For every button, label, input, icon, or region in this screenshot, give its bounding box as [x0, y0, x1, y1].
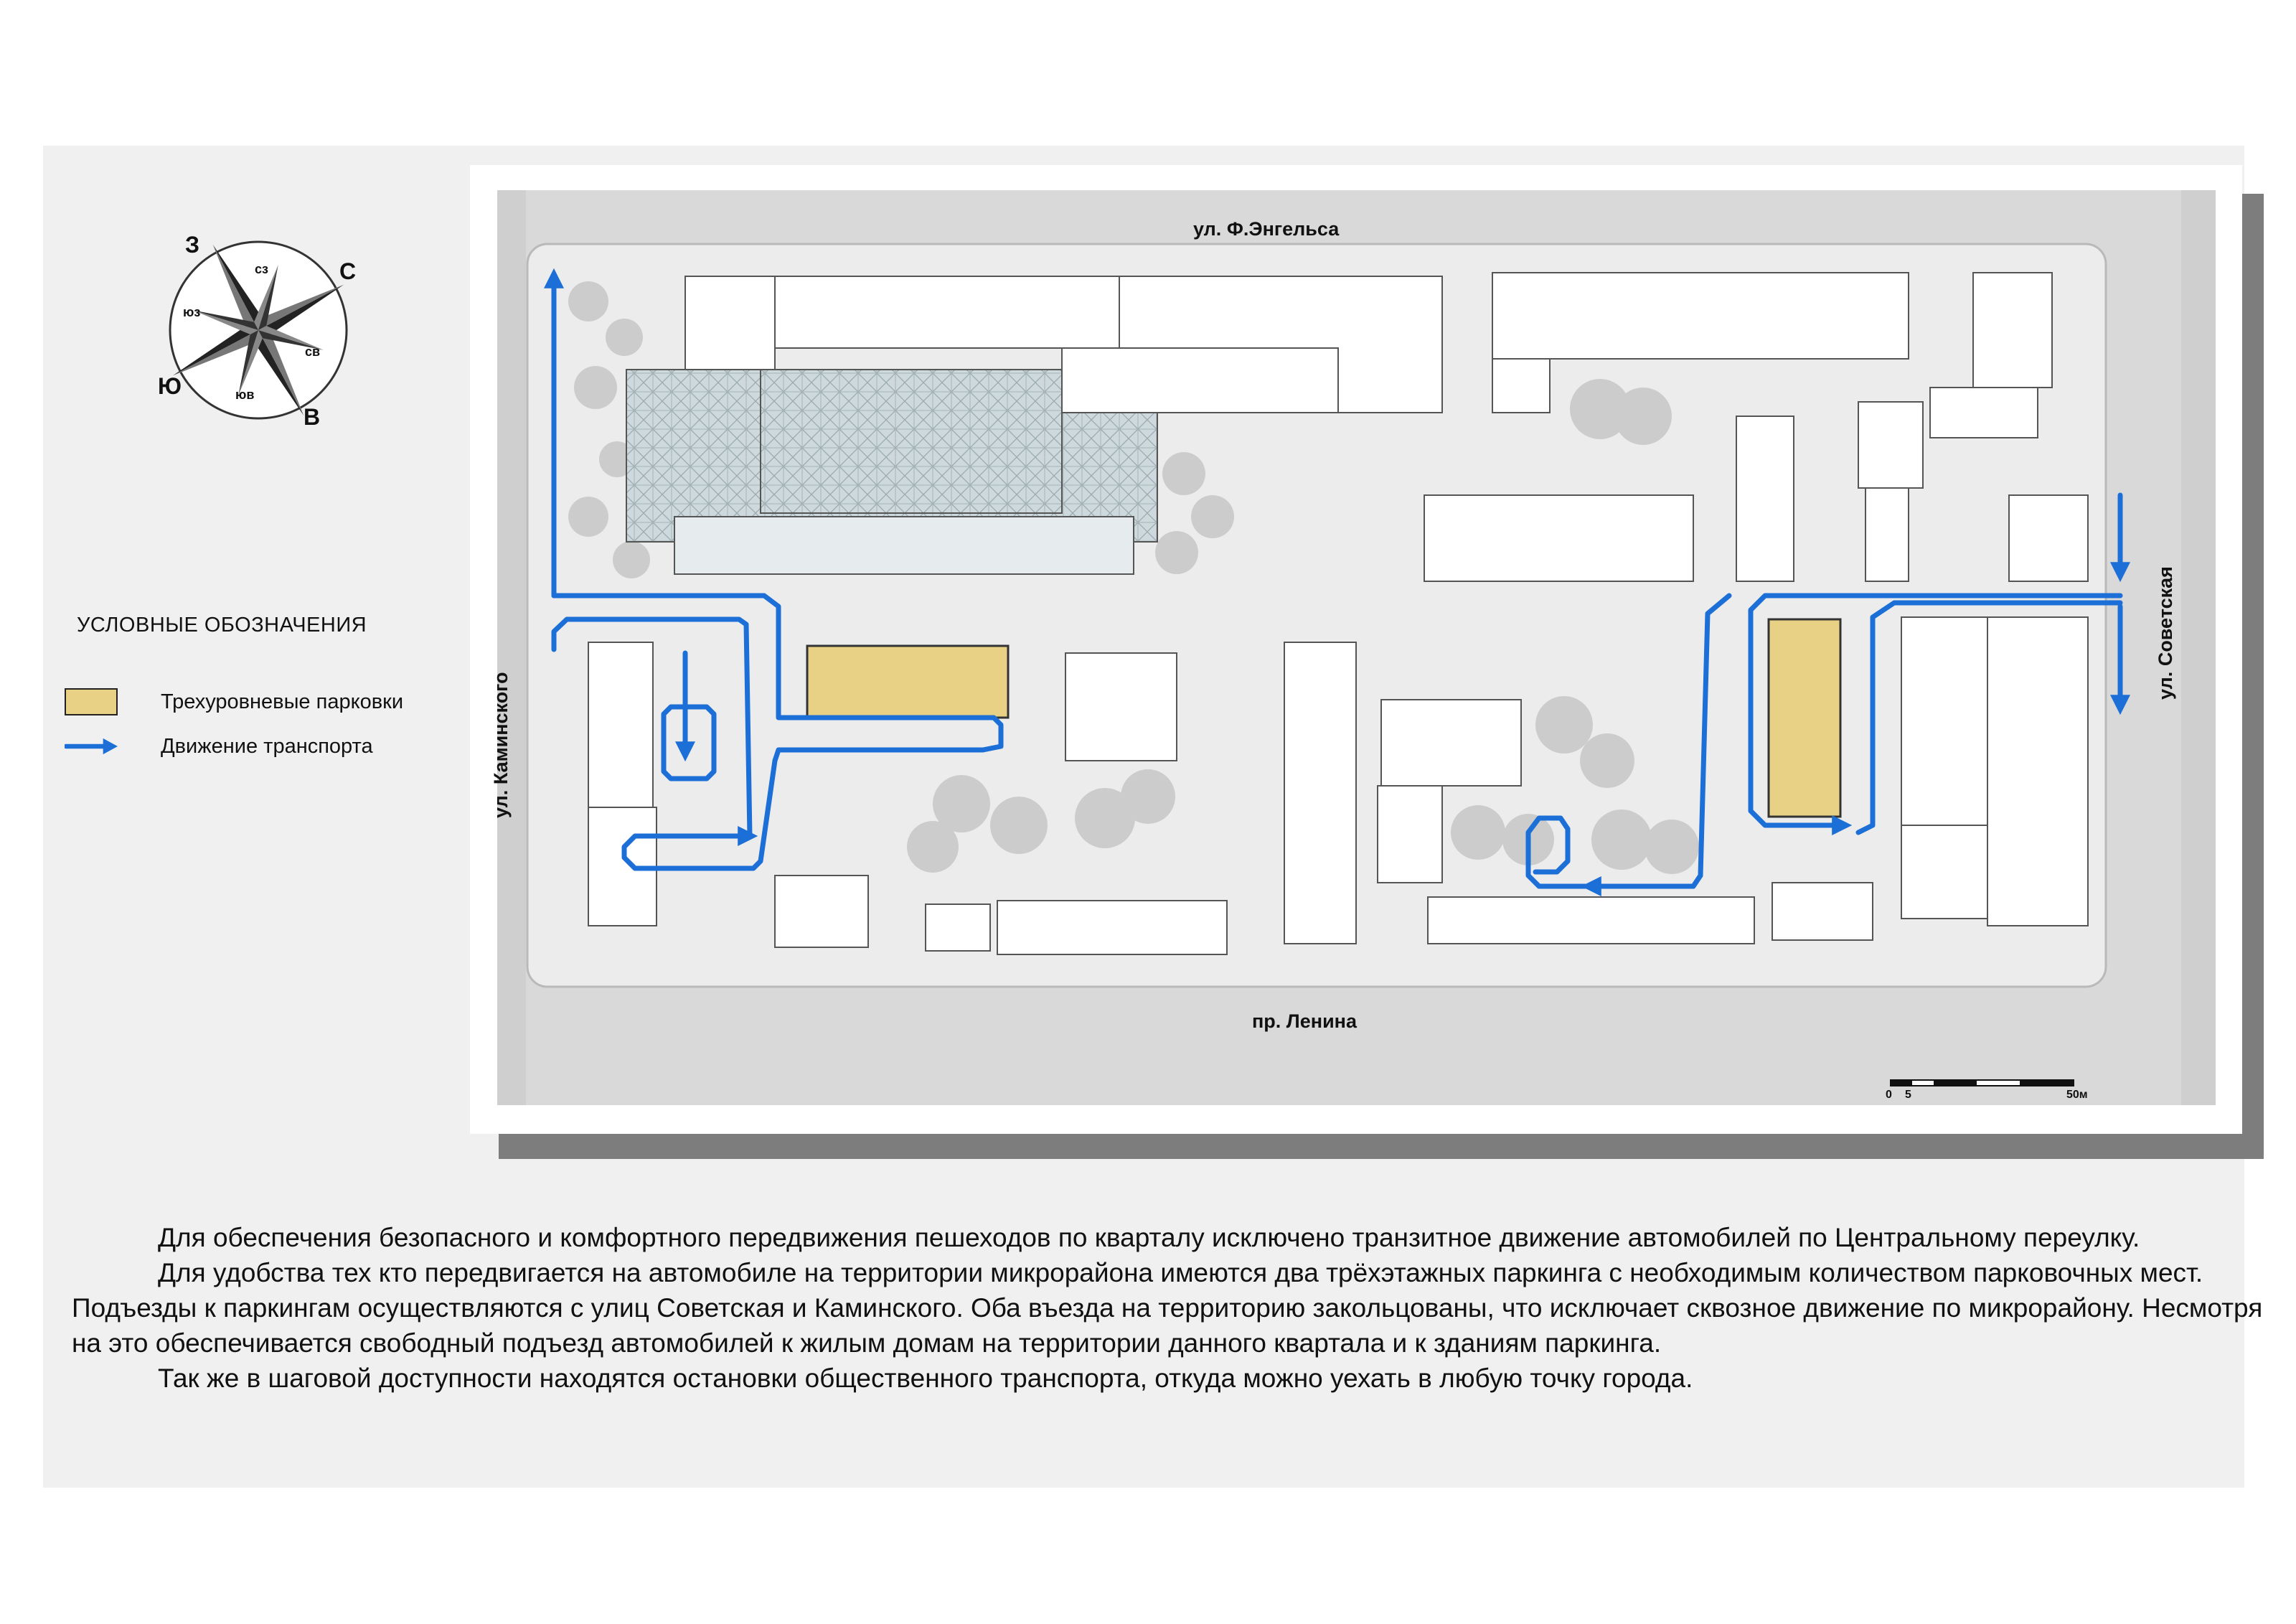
paragraph-2: Для удобства тех кто передвигается на ав…: [72, 1258, 2263, 1358]
legend-item-parking: Трехуровневые парковки: [65, 687, 403, 716]
compass-label-nw: сз: [255, 262, 268, 276]
scale-label-mid: 5: [1905, 1089, 1911, 1101]
scale-label-start: 0: [1886, 1089, 1892, 1101]
paragraph-3: Так же в шаговой доступности находятся о…: [158, 1363, 1693, 1393]
scale-label-end: 50м: [2066, 1089, 2088, 1101]
street-north: ул. Ф.Энгельса: [1193, 218, 1340, 240]
street-south: пр. Ленина: [1252, 1010, 1357, 1032]
legend-label-parking: Трехуровневые парковки: [161, 690, 404, 713]
compass-label-ne: св: [305, 344, 321, 359]
compass-label-east: В: [304, 404, 321, 430]
legend-item-traffic: Движение транспорта: [65, 732, 373, 761]
traffic-routes: [544, 268, 2130, 896]
legend-title: УСЛОВНЫЕ ОБОЗНАЧЕНИЯ: [77, 614, 367, 637]
street-west: ул. Каминского: [490, 672, 512, 818]
buildings: [588, 272, 2089, 955]
description-text: Для обеспечения безопасного и комфортног…: [72, 1220, 2267, 1396]
compass-label-se: юв: [235, 388, 255, 402]
street-east: ул. Советская: [2155, 566, 2176, 700]
blue-arrow-icon: [65, 733, 118, 760]
compass-label-south: Ю: [158, 373, 182, 399]
compass-label-west: З: [185, 232, 200, 258]
parking-east: [1767, 618, 1842, 818]
compass-label-north: С: [339, 258, 357, 284]
parking-swatch: [65, 688, 118, 715]
scale-bar: [1890, 1079, 2074, 1086]
paragraph-1: Для обеспечения безопасного и комфортног…: [158, 1223, 2140, 1252]
compass-rose: З С Ю В сз юз св юв: [158, 232, 357, 430]
compass-label-sw: юз: [183, 305, 201, 319]
compass-icon: [169, 240, 348, 420]
legend-label-traffic: Движение транспорта: [161, 734, 373, 758]
site-plan-map: [497, 190, 2216, 1105]
parking-west: [806, 644, 1010, 719]
